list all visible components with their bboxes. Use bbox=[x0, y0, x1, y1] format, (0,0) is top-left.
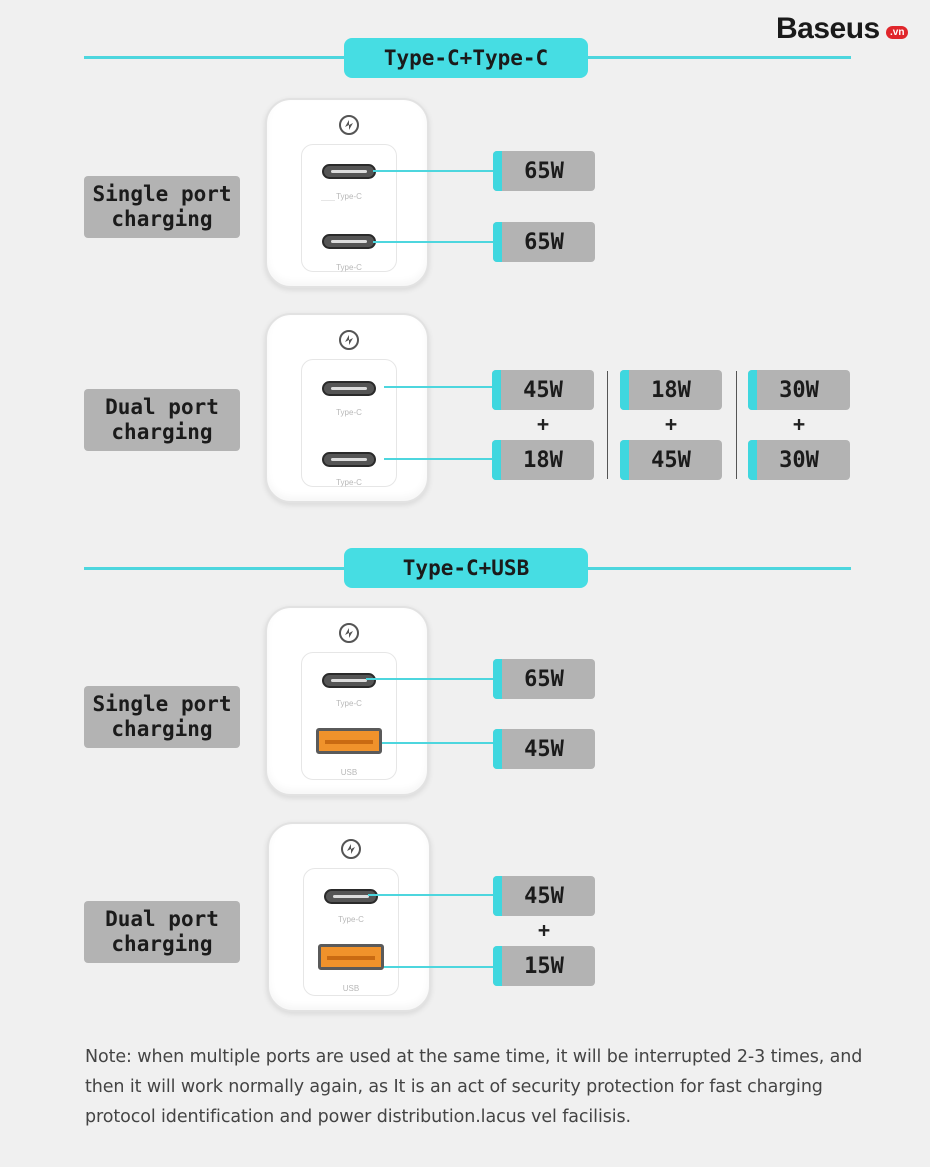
mode-label-line1: Dual port bbox=[105, 395, 219, 419]
typec-port-icon bbox=[322, 452, 376, 467]
section-title-typec-usb: Type-C+USB bbox=[344, 548, 588, 588]
usb-port-icon bbox=[318, 944, 384, 970]
mode-label-line2: charging bbox=[111, 420, 213, 444]
plus-sign: + bbox=[536, 412, 550, 436]
typec-port-icon bbox=[322, 164, 376, 179]
port-label: USB bbox=[340, 768, 358, 777]
plus-sign: + bbox=[792, 412, 806, 436]
port-panel bbox=[301, 652, 397, 780]
connector-line bbox=[368, 894, 495, 896]
brand-emblem-icon bbox=[341, 839, 361, 859]
usb-port-icon bbox=[316, 728, 382, 754]
port-label: Type-C bbox=[336, 478, 362, 487]
port-label: Type-C bbox=[338, 915, 364, 924]
mode-label-line1: Dual port bbox=[105, 907, 219, 931]
output-value: 65W bbox=[493, 659, 595, 699]
brand-logo: Baseus bbox=[776, 12, 880, 45]
output-value: 30W bbox=[748, 370, 850, 410]
port-label: Type-C bbox=[336, 263, 362, 272]
typec-port-icon bbox=[322, 673, 376, 688]
connector-line bbox=[384, 386, 494, 388]
charger-illustration: Type-C USB bbox=[265, 606, 429, 796]
plus-sign: + bbox=[537, 918, 551, 942]
output-value: 65W bbox=[493, 222, 595, 262]
brand-emblem-icon bbox=[339, 115, 359, 135]
charger-illustration: Type-C Type-C bbox=[265, 313, 429, 503]
combo-divider bbox=[607, 371, 608, 479]
section-rule-right bbox=[586, 567, 851, 570]
mode-label-line2: charging bbox=[111, 207, 213, 231]
connector-line bbox=[373, 170, 495, 172]
port-label: Type-C bbox=[336, 699, 362, 708]
mode-label-line2: charging bbox=[111, 717, 213, 741]
mode-label-line1: Single port bbox=[92, 692, 232, 716]
panel-divider bbox=[321, 200, 335, 201]
brand-emblem-icon bbox=[339, 623, 359, 643]
output-value: 15W bbox=[493, 946, 595, 986]
port-panel bbox=[301, 144, 397, 272]
section-rule-left bbox=[84, 567, 346, 570]
section-rule-right bbox=[586, 56, 851, 59]
typec-port-icon bbox=[322, 381, 376, 396]
brand-badge: .vn bbox=[886, 26, 909, 39]
section-title-typec-typec: Type-C+Type-C bbox=[344, 38, 588, 78]
brand-emblem-icon bbox=[339, 330, 359, 350]
mode-label-line1: Single port bbox=[92, 182, 232, 206]
port-label: Type-C bbox=[336, 192, 362, 201]
connector-line bbox=[384, 458, 494, 460]
section-rule-left bbox=[84, 56, 346, 59]
typec-port-icon bbox=[324, 889, 378, 904]
typec-port-icon bbox=[322, 234, 376, 249]
output-value: 18W bbox=[620, 370, 722, 410]
combo-divider bbox=[736, 371, 737, 479]
footnote: Note: when multiple ports are used at th… bbox=[85, 1047, 863, 1127]
output-value: 30W bbox=[748, 440, 850, 480]
output-value: 45W bbox=[493, 729, 595, 769]
output-value: 45W bbox=[493, 876, 595, 916]
output-value: 65W bbox=[493, 151, 595, 191]
connector-line bbox=[373, 241, 495, 243]
port-label: Type-C bbox=[336, 408, 362, 417]
output-value: 45W bbox=[620, 440, 722, 480]
connector-line bbox=[382, 742, 495, 744]
connector-line bbox=[384, 966, 495, 968]
output-value: 45W bbox=[492, 370, 594, 410]
port-panel bbox=[303, 868, 399, 996]
port-label: USB bbox=[342, 984, 360, 993]
charger-illustration: Type-C USB bbox=[267, 822, 431, 1012]
mode-label-line2: charging bbox=[111, 932, 213, 956]
port-panel bbox=[301, 359, 397, 487]
charger-illustration: Type-C Type-C bbox=[265, 98, 429, 288]
output-value: 18W bbox=[492, 440, 594, 480]
plus-sign: + bbox=[664, 412, 678, 436]
connector-line bbox=[366, 678, 495, 680]
